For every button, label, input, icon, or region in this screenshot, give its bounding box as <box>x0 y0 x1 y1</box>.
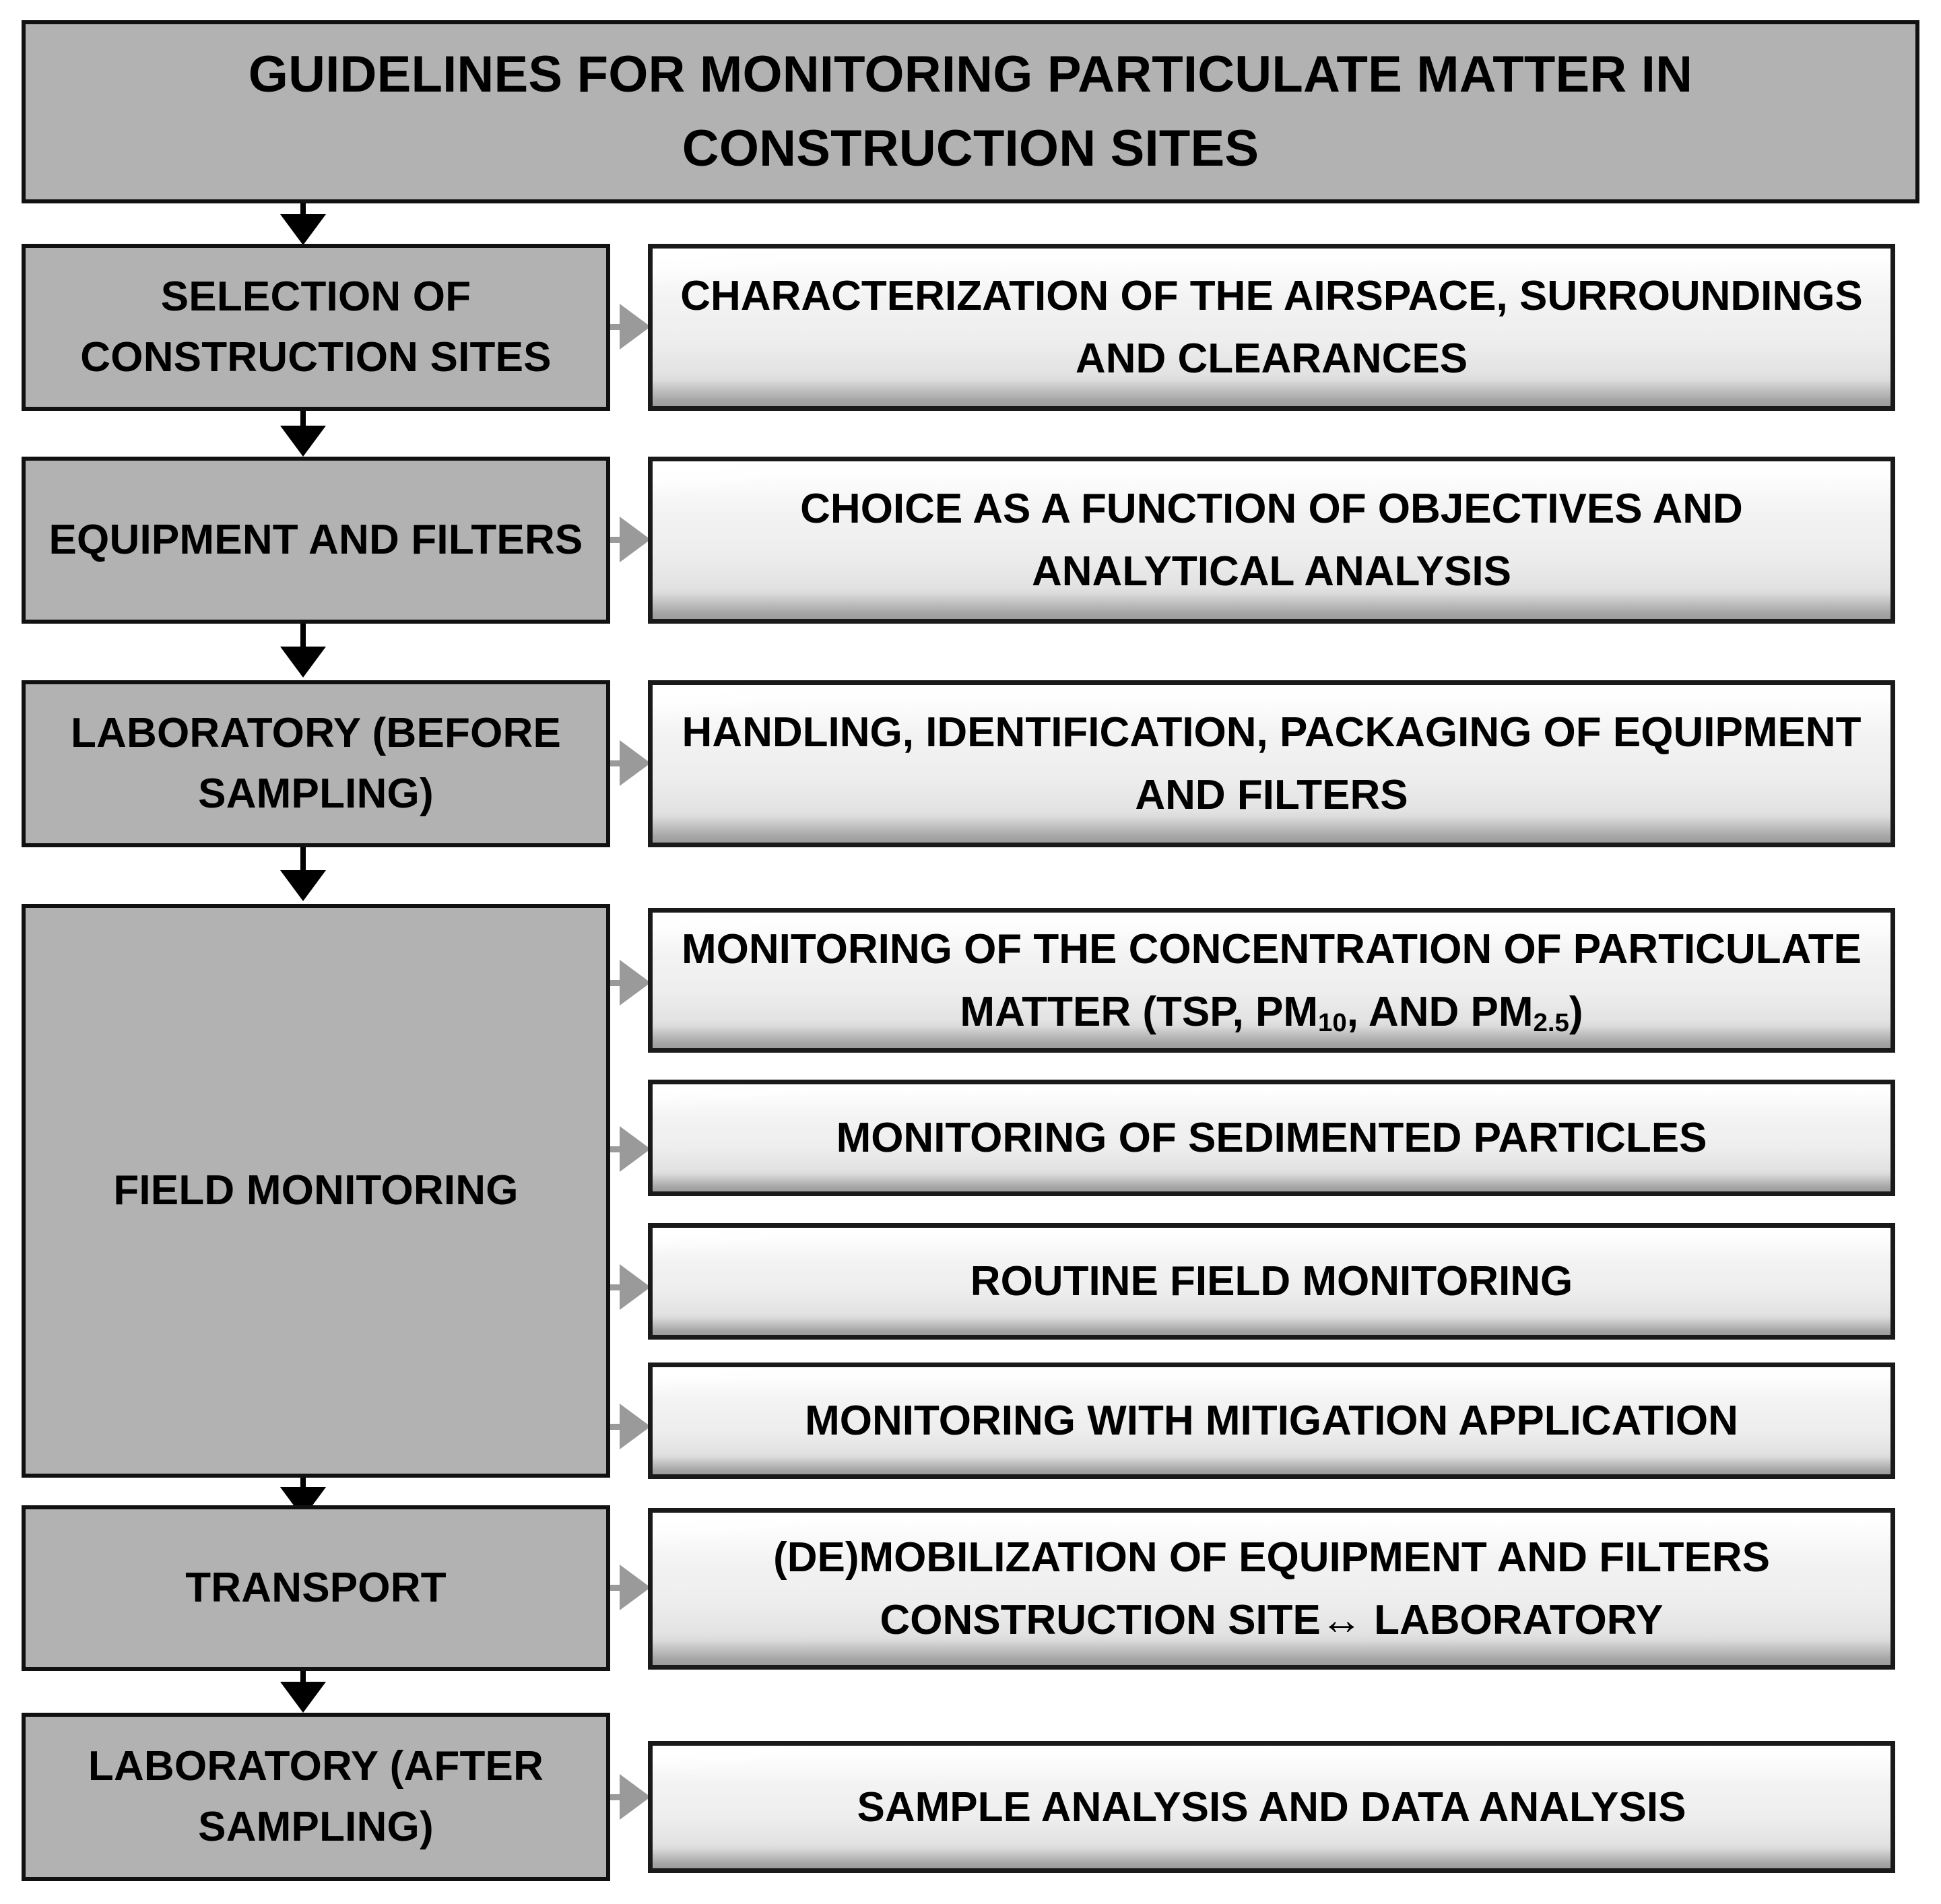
stage-label-transport: TRANSPORT <box>185 1565 447 1612</box>
arrow-head-right-icon <box>620 1264 651 1310</box>
stage-box-selection-of-construction-sites: SELECTION OF CONSTRUCTION SITES <box>22 244 610 411</box>
stage-label-equipment-and-filters: EQUIPMENT AND FILTERS <box>48 517 583 564</box>
arrow-shaft <box>610 1585 622 1591</box>
stage-label-selection-of-construction-sites: SELECTION OF CONSTRUCTION SITES <box>80 273 552 381</box>
arrow-head-right-icon <box>620 517 651 562</box>
flow-arrow-transport-to-laboratory-after <box>280 1671 326 1713</box>
arrow-head-right-icon <box>620 740 651 786</box>
arrow-shaft <box>610 1146 622 1152</box>
detail-box-sample-analysis-data-analysis: SAMPLE ANALYSIS AND DATA ANALYSIS <box>648 1741 1895 1873</box>
stage-box-laboratory-after-sampling: LABORATORY (AFTER SAMPLING) <box>22 1713 610 1881</box>
connector-arrow-laboratory-after-to-sample-analysis <box>610 1774 651 1821</box>
connector-arrow-field-to-monitoring-concentration <box>610 960 651 1007</box>
detail-box-characterization-airspace: CHARACTERIZATION OF THE AIRSPACE, SURROU… <box>648 244 1895 411</box>
stage-label-laboratory-after-sampling: LABORATORY (AFTER SAMPLING) <box>88 1743 544 1850</box>
arrow-head-down-icon <box>280 647 326 678</box>
detail-label-handling-identification-packaging: HANDLING, IDENTIFICATION, PACKAGING OF E… <box>682 709 1862 818</box>
connector-arrow-equipment-to-choice <box>610 517 651 564</box>
arrow-head-down-icon <box>280 870 326 901</box>
detail-box-handling-identification-packaging: HANDLING, IDENTIFICATION, PACKAGING OF E… <box>648 680 1895 847</box>
diagram-title: GUIDELINES FOR MONITORING PARTICULATE MA… <box>248 45 1693 177</box>
arrow-shaft <box>610 1794 622 1800</box>
detail-label-monitoring-with-mitigation: MONITORING WITH MITIGATION APPLICATION <box>805 1398 1738 1444</box>
detail-label-monitoring-sedimented-particles: MONITORING OF SEDIMENTED PARTICLES <box>836 1115 1707 1161</box>
arrow-shaft <box>610 1424 622 1430</box>
flow-arrow-equipment-to-laboratory-before <box>280 624 326 680</box>
arrow-shaft <box>610 1284 622 1290</box>
detail-label-characterization-airspace: CHARACTERIZATION OF THE AIRSPACE, SURROU… <box>680 273 1863 382</box>
detail-box-monitoring-concentration-pm: MONITORING OF THE CONCENTRATION OF PARTI… <box>648 908 1895 1053</box>
arrow-head-down-icon <box>280 214 326 245</box>
stage-box-field-monitoring: FIELD MONITORING <box>22 904 610 1478</box>
connector-arrow-field-to-routine-monitoring <box>610 1264 651 1311</box>
arrow-shaft <box>300 1671 306 1686</box>
detail-box-choice-as-function-of-objectives: CHOICE AS A FUNCTION OF OBJECTIVES AND A… <box>648 457 1895 624</box>
connector-arrow-selection-to-characterization <box>610 304 651 351</box>
arrow-head-right-icon <box>620 1126 651 1172</box>
arrow-shaft <box>300 203 306 218</box>
arrow-head-down-icon <box>280 426 326 457</box>
detail-label-routine-field-monitoring: ROUTINE FIELD MONITORING <box>970 1258 1573 1305</box>
arrow-shaft <box>610 760 622 766</box>
connector-arrow-transport-to-demobilization <box>610 1565 651 1612</box>
arrow-head-down-icon <box>280 1682 326 1713</box>
arrow-shaft <box>300 1478 306 1491</box>
detail-box-monitoring-with-mitigation: MONITORING WITH MITIGATION APPLICATION <box>648 1363 1895 1479</box>
arrow-head-right-icon <box>620 1565 651 1610</box>
stage-box-laboratory-before-sampling: LABORATORY (BEFORE SAMPLING) <box>22 680 610 847</box>
flow-arrow-title-to-selection <box>280 203 326 245</box>
arrow-shaft <box>300 624 306 651</box>
arrow-shaft <box>300 847 306 874</box>
detail-label-monitoring-concentration-pm: MONITORING OF THE CONCENTRATION OF PARTI… <box>682 925 1862 1037</box>
connector-arrow-field-to-sedimented-particles <box>610 1126 651 1173</box>
flow-arrow-laboratory-before-to-field-monitoring <box>280 847 326 904</box>
stage-label-laboratory-before-sampling: LABORATORY (BEFORE SAMPLING) <box>70 710 562 817</box>
detail-label-sample-analysis-data-analysis: SAMPLE ANALYSIS AND DATA ANALYSIS <box>857 1783 1686 1831</box>
diagram-title-box: GUIDELINES FOR MONITORING PARTICULATE MA… <box>22 20 1919 203</box>
stage-box-equipment-and-filters: EQUIPMENT AND FILTERS <box>22 457 610 624</box>
arrow-head-right-icon <box>620 1404 651 1449</box>
detail-box-routine-field-monitoring: ROUTINE FIELD MONITORING <box>648 1223 1895 1340</box>
detail-box-demobilization-of-equipment: (DE)MOBILIZATION OF EQUIPMENT AND FILTER… <box>648 1508 1895 1670</box>
stage-label-field-monitoring: FIELD MONITORING <box>113 1167 519 1214</box>
detail-label-demobilization-of-equipment: (DE)MOBILIZATION OF EQUIPMENT AND FILTER… <box>773 1534 1770 1643</box>
connector-arrow-laboratory-before-to-handling <box>610 740 651 787</box>
arrow-shaft <box>610 980 622 986</box>
detail-box-monitoring-sedimented-particles: MONITORING OF SEDIMENTED PARTICLES <box>648 1080 1895 1196</box>
arrow-head-right-icon <box>620 1774 651 1820</box>
stage-box-transport: TRANSPORT <box>22 1505 610 1671</box>
arrow-shaft <box>610 324 622 330</box>
detail-label-choice-as-function-of-objectives: CHOICE AS A FUNCTION OF OBJECTIVES AND A… <box>800 486 1743 595</box>
arrow-head-right-icon <box>620 960 651 1006</box>
arrow-shaft <box>610 537 622 543</box>
connector-arrow-field-to-mitigation <box>610 1404 651 1451</box>
arrow-head-right-icon <box>620 304 651 350</box>
flow-arrow-selection-to-equipment <box>280 411 326 457</box>
arrow-shaft <box>300 411 306 430</box>
